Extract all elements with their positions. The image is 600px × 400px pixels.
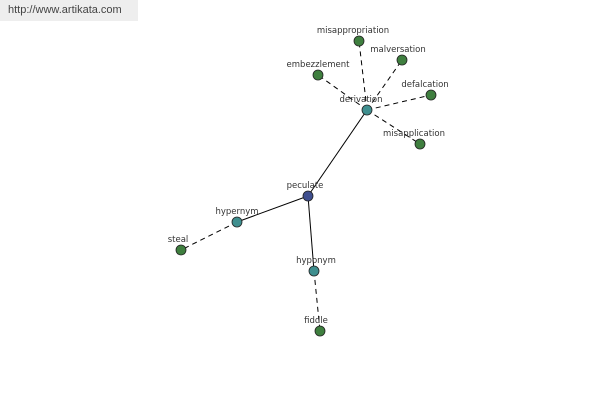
- node-fiddle[interactable]: [314, 325, 326, 337]
- node-hyponym[interactable]: [308, 265, 320, 277]
- edge-derivation-misappropriation: [358, 40, 368, 111]
- edge-derivation-defalcation: [366, 94, 432, 111]
- edge-derivation-misapplication: [366, 109, 421, 145]
- node-label-malversation[interactable]: malversation: [370, 45, 426, 55]
- edge-hyponym-fiddle: [313, 270, 321, 332]
- edge-peculate-hypernym: [236, 195, 309, 223]
- node-label-peculate[interactable]: peculate: [287, 181, 324, 191]
- node-defalcation[interactable]: [425, 89, 437, 101]
- node-label-embezzlement[interactable]: embezzlement: [287, 60, 351, 70]
- node-label-steal[interactable]: steal: [168, 235, 189, 245]
- node-misappropriation[interactable]: [353, 35, 365, 47]
- node-malversation[interactable]: [396, 54, 408, 66]
- edge-derivation-malversation: [366, 59, 403, 111]
- node-misapplication[interactable]: [414, 138, 426, 150]
- node-steal[interactable]: [175, 244, 187, 256]
- edge-hypernym-steal: [180, 221, 238, 251]
- labels-layer: peculate derivation hypernym hyponym misappr…: [168, 26, 449, 326]
- node-label-derivation[interactable]: derivation: [339, 95, 382, 105]
- node-label-fiddle[interactable]: fiddle: [304, 316, 328, 326]
- node-peculate[interactable]: [302, 190, 314, 202]
- edge-peculate-hyponym: [307, 195, 315, 272]
- node-label-misapplication[interactable]: misapplication: [383, 129, 445, 139]
- node-label-hyponym[interactable]: hyponym: [296, 256, 336, 266]
- url-banner: http://www.artikata.com: [0, 0, 138, 21]
- edges-layer: [180, 40, 432, 332]
- site-url-link[interactable]: http://www.artikata.com: [8, 4, 122, 16]
- node-hypernym[interactable]: [231, 216, 243, 228]
- node-label-misappropriation[interactable]: misappropriation: [317, 26, 389, 36]
- nodes-layer: [175, 35, 437, 337]
- node-derivation[interactable]: [361, 104, 373, 116]
- node-embezzlement[interactable]: [312, 69, 324, 81]
- edge-peculate-derivation: [307, 109, 368, 197]
- edge-derivation-embezzlement: [317, 74, 368, 111]
- node-label-hypernym[interactable]: hypernym: [215, 207, 258, 217]
- node-label-defalcation[interactable]: defalcation: [401, 80, 448, 90]
